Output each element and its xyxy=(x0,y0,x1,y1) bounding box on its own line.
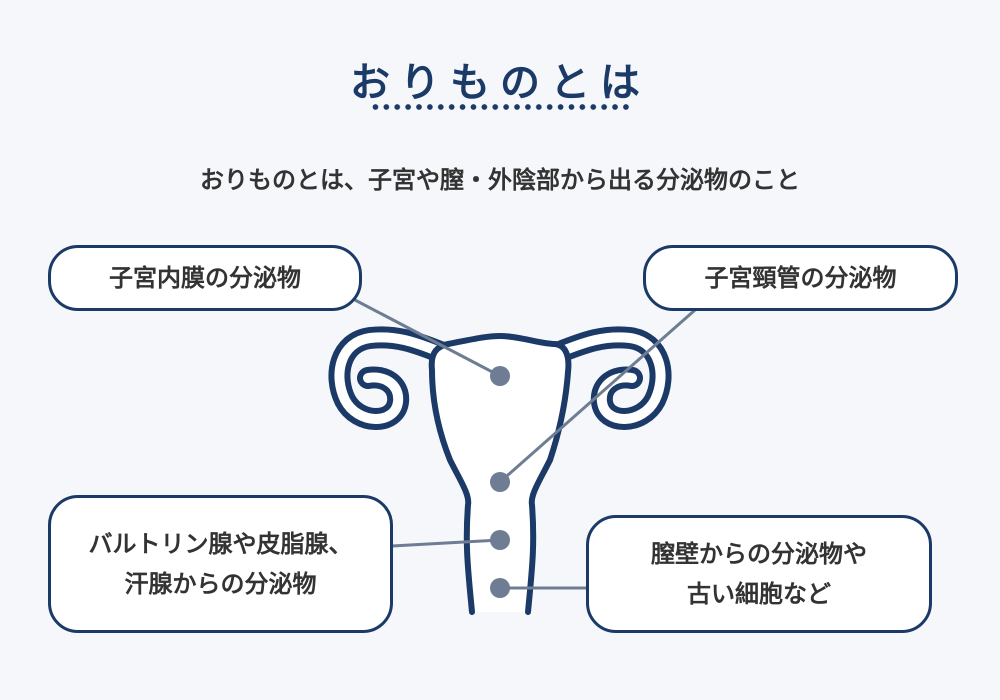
pointer-dot-vaginal xyxy=(490,578,510,598)
left-fallopian-tube xyxy=(328,326,451,430)
label-text: 子宮頸管の分泌物 xyxy=(704,264,897,292)
label-text-line1: 膣壁からの分泌物や xyxy=(651,540,867,568)
pointer-line-cervix xyxy=(499,308,696,484)
pointer-dot-endometrium xyxy=(490,366,510,386)
pointer-dot-cervix xyxy=(490,472,510,492)
label-text-line1: バルトリン腺や皮脂腺、 xyxy=(88,530,353,558)
label-text: 子宮内膜の分泌物 xyxy=(109,264,301,292)
pointer-dot-glands xyxy=(490,530,510,550)
label-text-line2: 古い細胞など xyxy=(687,580,831,608)
label-endometrium: 子宮内膜の分泌物 xyxy=(48,245,362,311)
page-title: おりものとは xyxy=(350,60,650,106)
right-fallopian-tube xyxy=(549,326,672,430)
pointer-line-glands xyxy=(391,538,501,548)
dotted-divider xyxy=(370,104,632,110)
pointer-line-endometrium xyxy=(354,298,501,378)
label-text-line2: 汗腺からの分泌物 xyxy=(124,570,317,598)
label-glands: バルトリン腺や皮脂腺、 汗腺からの分泌物 xyxy=(48,495,393,633)
label-cervix: 子宮頸管の分泌物 xyxy=(643,245,958,311)
label-vaginal: 膣壁からの分泌物や 古い細胞など xyxy=(586,515,932,633)
subtitle: おりものとは、子宮や膣・外陰部から出る分泌物のこと xyxy=(200,166,800,194)
